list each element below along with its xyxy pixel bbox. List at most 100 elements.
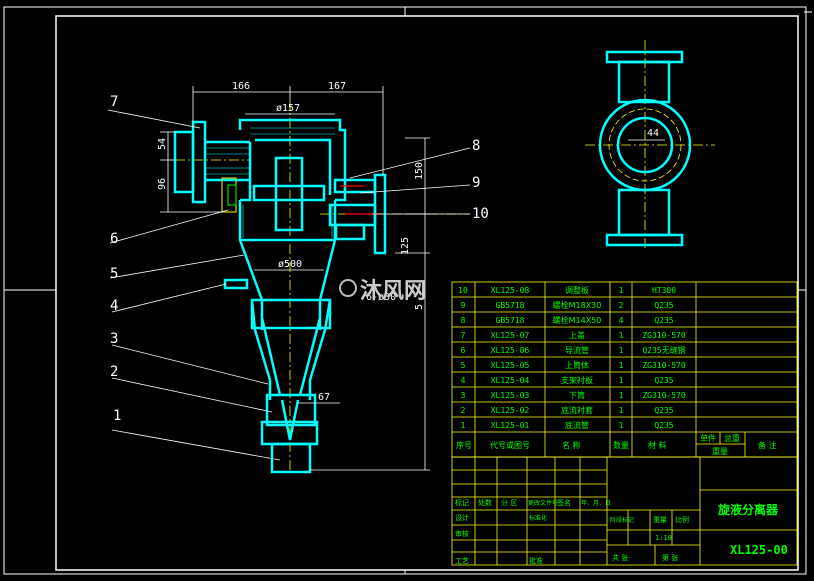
callout-5: 5 [110, 266, 118, 282]
title-block-texts: 标记 处数 分 区 更改文件号 签名 年、月、日 设计 标准化 审核 工艺 批准… [455, 498, 689, 565]
parts-cell-code: GB5718 [496, 301, 525, 310]
parts-cell-name: 螺栓M14X50 [553, 315, 602, 325]
parts-cell-name: 螺栓M18X30 [553, 300, 602, 310]
scale-value: 1:10 [655, 534, 672, 542]
parts-cell-material: ZG310-570 [642, 331, 686, 340]
callout-3: 3 [110, 331, 118, 347]
callout-4: 4 [110, 298, 118, 314]
header-name: 名 称 [562, 440, 581, 450]
parts-cell-material: Q235 [654, 316, 673, 325]
callout-numbers: 7 6 5 4 3 2 1 8 9 10 [110, 94, 489, 424]
parts-cell-material: ZG310-570 [642, 361, 686, 370]
dim-54: 54 [157, 138, 168, 150]
dim-167: 167 [328, 81, 346, 92]
parts-cell-code: XL125-07 [491, 331, 530, 340]
callout-6: 6 [110, 231, 118, 247]
parts-cell-qty: 1 [619, 346, 624, 355]
role-review: 审核 [455, 529, 469, 538]
dim-5: 5 [414, 304, 425, 310]
parts-cell-qty: 1 [619, 376, 624, 385]
parts-cell-code: XL125-03 [491, 391, 530, 400]
parts-cell-no: 9 [461, 301, 466, 310]
parts-cell-qty: 1 [619, 286, 624, 295]
parts-cell-code: XL125-01 [491, 421, 530, 430]
dim-dia500: ø500 [278, 259, 302, 270]
parts-cell-material: HT300 [652, 286, 676, 295]
rev-label-mark: 标记 [455, 498, 469, 507]
parts-cell-no: 10 [458, 286, 468, 295]
parts-cell-no: 8 [461, 316, 466, 325]
callout-7: 7 [110, 94, 118, 110]
parts-cell-name: 上盖 [569, 330, 585, 340]
parts-cell-code: XL125-02 [491, 406, 530, 415]
drawing-number: XL125-00 [730, 543, 788, 557]
watermark: 沐风网 [339, 279, 426, 304]
drawing-title: 旋液分离器 [717, 502, 779, 517]
parts-cell-no: 7 [461, 331, 466, 340]
parts-cell-qty: 1 [619, 361, 624, 370]
dimension-lines [160, 86, 430, 471]
role-standard: 标准化 [529, 514, 547, 522]
top-view-dims: 44 [608, 108, 682, 182]
role-approve: 批准 [529, 556, 543, 565]
stage-weight: 重量 [653, 516, 667, 524]
parts-cell-no: 5 [461, 361, 466, 370]
wall-hatching [205, 127, 335, 238]
parts-cell-name: 下筒 [569, 390, 585, 400]
parts-cell-qty: 2 [619, 301, 624, 310]
parts-cell-material: Q235 [654, 421, 673, 430]
role-process: 工艺 [455, 557, 469, 565]
dim-150: 150 [414, 162, 425, 180]
parts-cell-no: 4 [461, 376, 466, 385]
stage-mark: 阶段标记 [610, 516, 634, 524]
callout-9: 9 [472, 175, 480, 191]
parts-cell-qty: 4 [619, 316, 624, 325]
callout-1: 1 [113, 408, 121, 424]
parts-cell-material: Q235 [654, 376, 673, 385]
title-block [451, 456, 798, 566]
parts-cell-qty: 1 [619, 391, 624, 400]
parts-cell-qty: 1 [619, 406, 624, 415]
sheet-total: 共 张 [612, 553, 628, 562]
parts-cell-material: Q235无缝钢 [642, 345, 685, 355]
separator-section [173, 118, 387, 474]
parts-cell-code: XL125-08 [491, 286, 530, 295]
parts-cell-no: 6 [461, 346, 466, 355]
header-unit-weight: 单件 [700, 433, 716, 443]
header-total-weight: 总重 [724, 433, 740, 443]
header-note: 备 注 [758, 440, 777, 450]
dim-96: 96 [157, 178, 168, 190]
parts-cell-name: 上筒体 [565, 360, 589, 370]
parts-cell-name: 调整板 [565, 285, 589, 295]
header-material: 材 料 [648, 440, 667, 450]
parts-cell-code: XL125-04 [491, 376, 530, 385]
rev-label-sign: 签名 [557, 498, 571, 507]
parts-cell-material: Q235 [654, 301, 673, 310]
parts-cell-no: 2 [461, 406, 466, 415]
dim-dia157: ø157 [276, 103, 300, 114]
parts-cell-code: XL125-05 [491, 361, 530, 370]
dim-67: 67 [318, 392, 330, 403]
parts-cell-material: ZG310-570 [642, 391, 686, 400]
role-design: 设计 [455, 513, 469, 522]
header-qty: 数量 [613, 440, 629, 450]
leader-lines [107, 109, 471, 461]
sheet-number: 第 张 [662, 553, 678, 562]
parts-cell-code: XL125-06 [491, 346, 530, 355]
callout-10: 10 [472, 206, 489, 222]
parts-list-header: 序号 代号或图号 名 称 数量 材 料 单件 总重 重量 备 注 [456, 433, 777, 456]
header-code: 代号或图号 [490, 440, 530, 450]
dim-125: 125 [400, 237, 411, 255]
callout-8: 8 [472, 138, 480, 154]
drawing-frame [3, 6, 812, 575]
rev-label-date: 年、月、日 [581, 499, 611, 507]
center-lines [175, 40, 715, 470]
parts-list-table [451, 281, 798, 458]
parts-cell-name: 支架衬板 [561, 375, 593, 385]
parts-cell-material: Q235 [654, 406, 673, 415]
parts-cell-no: 1 [461, 421, 466, 430]
rev-label-count: 处数 [478, 498, 492, 507]
dimension-texts: 166 167 ø157 54 96 150 125 ø500 67 5 6-ø… [157, 81, 425, 403]
